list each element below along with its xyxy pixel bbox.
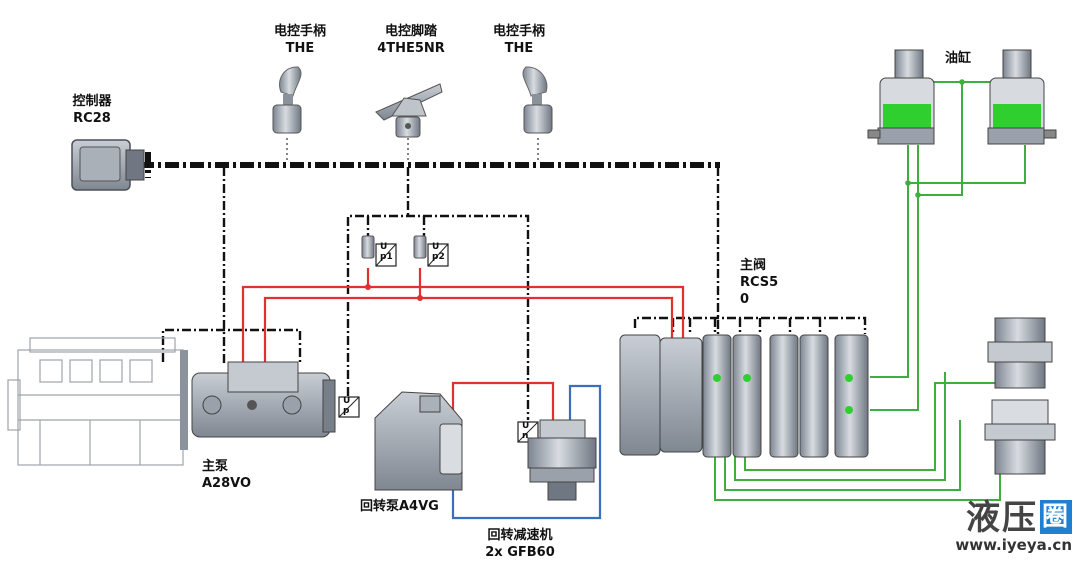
main-pump-label: 主泵 A28VO xyxy=(202,459,252,491)
joystick-dotted-leads xyxy=(286,138,539,162)
swing-pump-a4vg xyxy=(374,391,463,491)
motor-speed-sensor xyxy=(517,421,539,443)
handle-left-label: 电控手柄 THE xyxy=(273,24,327,56)
handle-right-label: 电控手柄 THE xyxy=(492,24,546,56)
red-pilot-lines xyxy=(241,268,685,424)
controller-label: 控制器 RC28 xyxy=(72,94,112,126)
pedal-icon xyxy=(375,83,443,138)
pressure-sensor-p1 xyxy=(361,235,397,267)
main-valve-label: 主阀 RCS5 0 xyxy=(740,258,779,307)
can-bus xyxy=(140,152,720,178)
swing-reducer-label: 回转减速机 2x GFB60 xyxy=(485,528,555,560)
junction-dot xyxy=(905,180,911,186)
watermark-brand: 液压圈 xyxy=(965,498,1072,538)
junction-dot xyxy=(417,295,423,301)
watermark: 液压圈 www.iyeya.cn xyxy=(955,500,1072,554)
main-pump-a28vo xyxy=(191,361,336,438)
joystick-left-icon xyxy=(272,66,302,134)
engine-outline xyxy=(7,337,184,466)
cylinder-label: 油缸 xyxy=(945,51,972,66)
engine-flange xyxy=(180,350,188,450)
main-valve-rcs50 xyxy=(619,334,869,458)
pedal-label: 电控脚踏 4THE5NR xyxy=(377,24,445,56)
cylinder-left xyxy=(867,49,935,145)
controller-rc28 xyxy=(71,139,145,191)
pressure-sensor-p2 xyxy=(413,235,449,267)
swing-pump-label: 回转泵A4VG xyxy=(360,499,439,514)
cylinder-right xyxy=(987,49,1057,145)
joystick-right-icon xyxy=(522,66,553,134)
pump-pressure-sensor xyxy=(338,396,360,418)
swivel-joint-upper xyxy=(987,317,1053,389)
swing-reducer-gfb60 xyxy=(527,419,597,501)
junction-dot xyxy=(915,192,921,198)
junction-dot xyxy=(365,284,371,290)
watermark-url: www.iyeya.cn xyxy=(955,536,1072,554)
swivel-joint-lower xyxy=(984,399,1056,475)
blue-swing-lines xyxy=(451,384,602,520)
junction-dot xyxy=(959,79,965,85)
